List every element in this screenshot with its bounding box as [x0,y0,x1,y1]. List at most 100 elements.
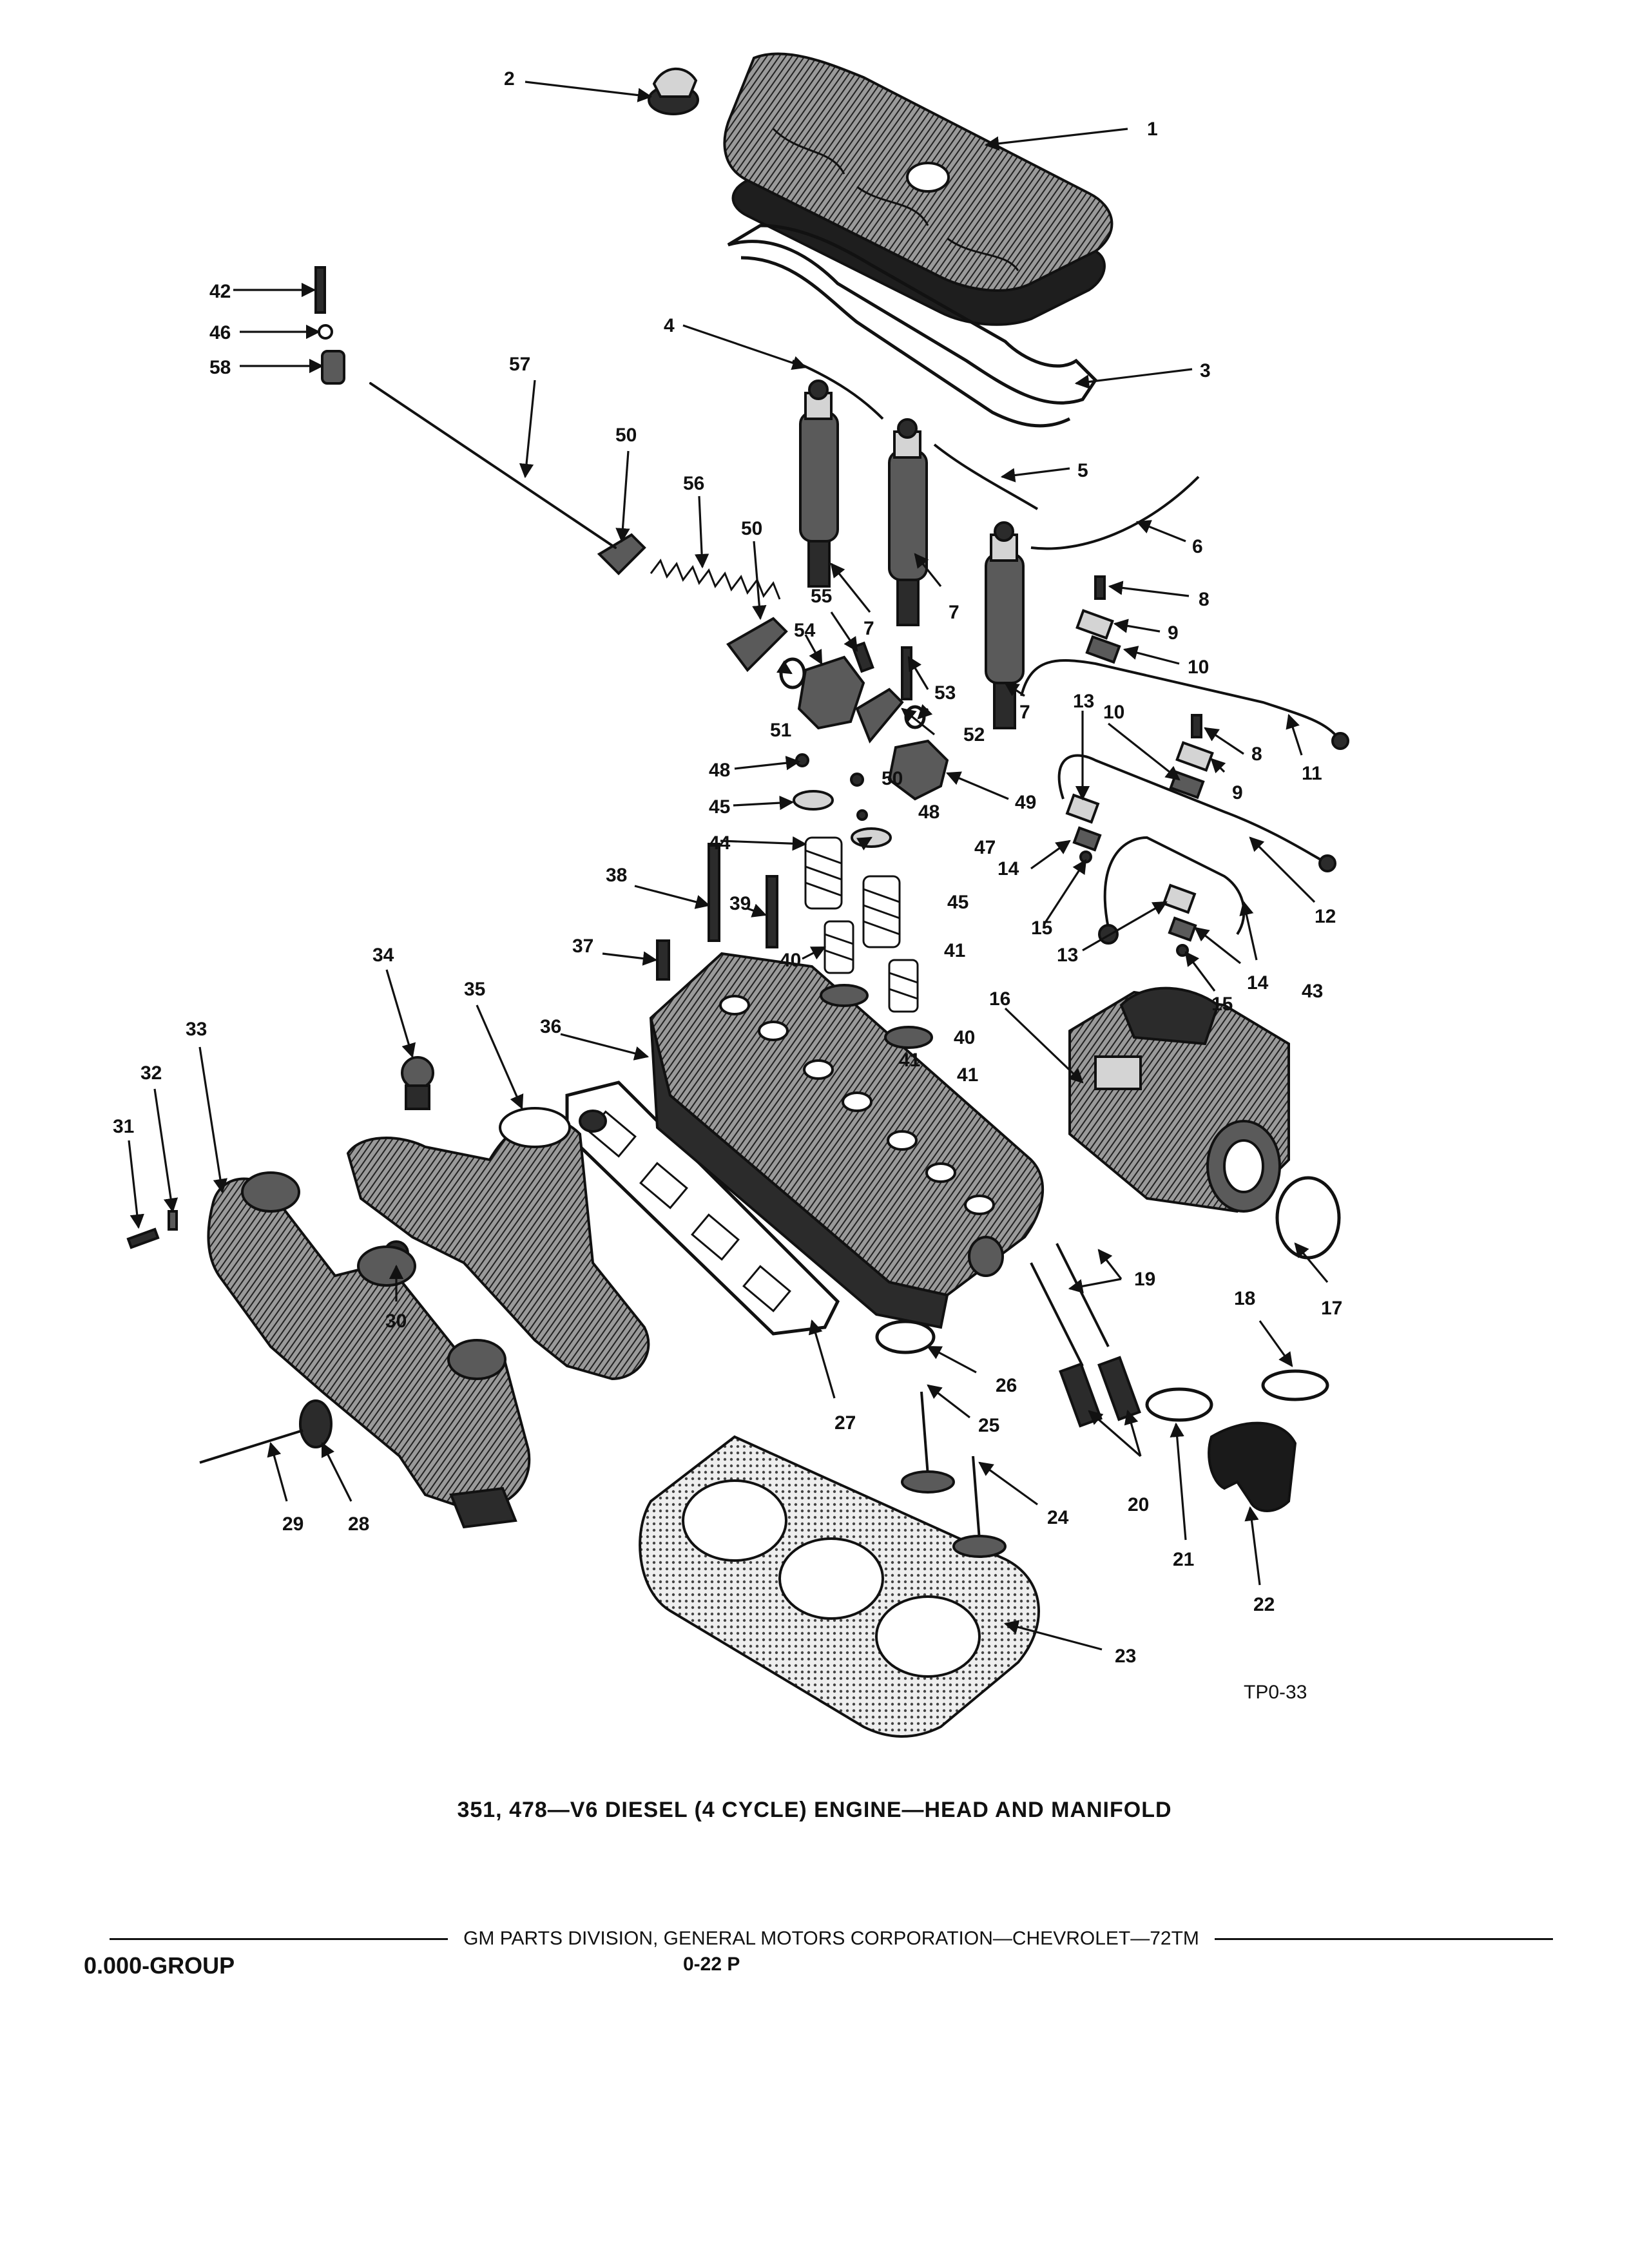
callout-19: 19 [1134,1269,1155,1290]
set-screw [851,641,874,673]
footer-rule-left [110,1937,448,1940]
callout-14: 14 [998,858,1019,879]
manifold-bolt [199,1429,304,1464]
cylinder-head [649,952,1045,1329]
callout-10-b: 10 [1103,702,1124,723]
callout-25: 25 [978,1415,999,1436]
callout-5: 5 [1077,460,1088,481]
cylinder-head-bolts [656,843,778,981]
callout-15: 15 [1031,918,1052,939]
callout-52: 52 [963,724,985,745]
footer-source-line: GM PARTS DIVISION, GENERAL MOTORS CORPOR… [110,1928,1553,1950]
rocker-shaft [369,382,617,549]
valve-rocker-cover [723,52,1113,326]
callout-32: 32 [140,1062,162,1084]
valve-lifters [1059,1356,1141,1428]
manifold-plug [299,1399,333,1448]
bracket-bolt [901,646,912,700]
callout-38: 38 [606,865,627,886]
figure-caption: 351, 478—V6 DIESEL (4 CYCLE) ENGINE—HEAD… [457,1798,1172,1822]
cylinder-head-gasket [639,1435,1040,1738]
callout-56: 56 [683,473,704,494]
callout-30: 30 [385,1311,407,1332]
intake-manifold [346,1107,650,1381]
callout-51: 51 [770,720,791,741]
hose-clamps [1145,1369,1329,1422]
callout-20: 20 [1128,1494,1149,1515]
callout-7-c: 7 [1019,702,1030,723]
callout-21: 21 [1173,1549,1194,1570]
rocker-cover-gasket [727,224,1098,428]
callout-55: 55 [811,586,832,607]
callout-26: 26 [996,1375,1017,1396]
callout-8-b: 8 [1251,744,1262,765]
rocker-support [797,655,865,730]
callout-leaders [128,81,1329,1651]
page-number: 0-22 P [683,1954,740,1975]
manifold-bolt-and-washer [126,1210,178,1249]
callout-14-b: 14 [1247,972,1269,994]
callout-24: 24 [1047,1507,1069,1528]
callout-33: 33 [186,1019,207,1040]
callout-35: 35 [464,979,485,1000]
exhaust-manifold [207,1171,531,1529]
rocker-arms [597,533,904,744]
callout-37: 37 [572,936,593,957]
callout-29: 29 [282,1514,304,1535]
callout-54: 54 [794,620,816,641]
callout-18: 18 [1234,1288,1255,1309]
callout-41-b: 41 [957,1064,978,1086]
leak-off-hose-4 [792,360,884,420]
callout-7: 7 [863,618,874,639]
callout-11: 11 [1302,763,1322,784]
callout-58: 58 [209,357,231,378]
callout-44-b: 41 [944,940,965,961]
callout-numbers: 1 2 3 4 5 6 7 7 7 8 9 10 8 9 10 11 13 14… [113,68,1342,1667]
callout-8: 8 [1199,589,1210,610]
callout-53: 53 [934,682,956,704]
water-outlet-fitting [401,1056,434,1110]
callout-50-b: 50 [741,518,762,539]
callout-57: 57 [509,354,530,375]
callout-49: 49 [1015,792,1036,813]
callout-2: 2 [504,68,515,90]
oil-filler-cap [648,67,699,115]
pipe-clamps [1065,793,1197,957]
callout-7-b: 7 [949,602,959,623]
fuel-injection-nozzles [799,380,1025,729]
callout-46: 46 [209,322,231,343]
callout-9-b: 9 [1232,782,1243,803]
callout-41: 41 [899,1050,920,1071]
callout-17: 17 [1321,1298,1342,1319]
callout-45: 45 [709,796,730,818]
footer-rule-right [1214,1937,1553,1940]
callout-39: 39 [729,893,751,914]
callout-40: 40 [780,950,801,971]
callout-13-b: 13 [1057,945,1078,966]
fuel-injection-pump [1068,986,1290,1213]
figure-code: TP0-33 [1244,1682,1307,1703]
footer-source-text: GM PARTS DIVISION, GENERAL MOTORS CORPOR… [463,1928,1199,1949]
callout-15-b: 15 [1211,994,1233,1015]
callout-50-c: 50 [882,768,903,789]
callout-34: 34 [372,945,394,966]
water-hose [1208,1421,1297,1512]
rocker-shaft-spring [650,558,781,600]
callout-10: 10 [1188,657,1209,678]
group-label: 0.000-GROUP [84,1952,235,1979]
callout-16: 16 [989,988,1010,1010]
callout-31: 31 [113,1116,134,1137]
callout-27: 27 [834,1412,856,1434]
callout-36: 36 [540,1016,561,1037]
pump-o-ring [1275,1176,1341,1260]
callout-22: 22 [1253,1594,1275,1615]
leak-off-hose-6 [1030,476,1200,550]
callout-43: 43 [1302,981,1323,1002]
callout-42: 42 [209,281,231,302]
callout-4: 4 [664,315,675,336]
push-rods [1030,1243,1110,1367]
valve-spring-seats [820,984,933,1049]
callout-9: 9 [1168,622,1179,644]
